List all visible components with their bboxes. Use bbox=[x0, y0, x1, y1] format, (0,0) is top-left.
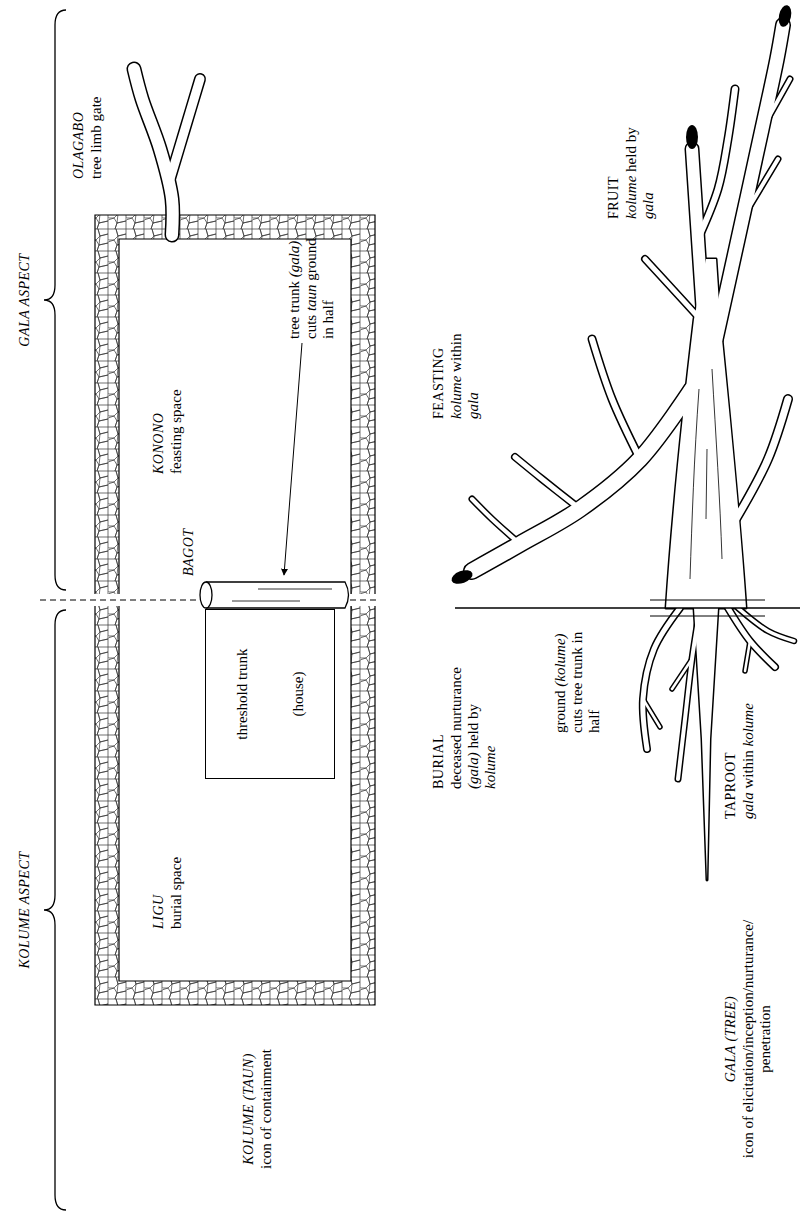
ground-line bbox=[455, 607, 800, 608]
heading: TAPROOT bbox=[722, 689, 739, 819]
tree-drawing bbox=[472, 499, 520, 544]
annotation: kolume within gala bbox=[448, 309, 482, 419]
annotation: gala within kolume bbox=[740, 689, 757, 819]
annotation: kolume held by gala bbox=[623, 124, 657, 219]
place-name: KONONO bbox=[150, 314, 167, 474]
tree-drawing bbox=[645, 259, 700, 319]
tree-drawing bbox=[736, 399, 788, 519]
fruit bbox=[450, 568, 475, 587]
aspect-label: KOLUME ASPECT bbox=[16, 810, 33, 1010]
tree-drawing bbox=[738, 608, 794, 641]
aspect-brace bbox=[44, 10, 66, 1210]
tree-drawing bbox=[645, 259, 700, 319]
place-name: BAGOT bbox=[180, 496, 197, 576]
tree-drawing bbox=[716, 25, 783, 339]
tree-drawing bbox=[472, 499, 520, 544]
tree-drawing bbox=[678, 608, 700, 779]
place-gloss: tree limb gate bbox=[88, 29, 105, 179]
fruit bbox=[777, 4, 793, 28]
tree-limb-gate bbox=[134, 69, 200, 235]
place-name: LIGU bbox=[150, 769, 167, 929]
tree-limb-gate bbox=[134, 69, 173, 235]
tree-drawing bbox=[678, 608, 700, 779]
heading: FEASTING bbox=[430, 289, 447, 419]
place-gloss: feasting space bbox=[168, 314, 185, 474]
leader-arrow bbox=[284, 343, 302, 575]
tree-drawing bbox=[745, 641, 750, 671]
tree-drawing bbox=[694, 608, 718, 880]
heading: FRUIT bbox=[605, 79, 622, 219]
tree-drawing bbox=[698, 89, 735, 239]
cobble-wall bbox=[95, 215, 375, 1005]
ground-line bbox=[650, 600, 765, 616]
tree-drawing bbox=[472, 389, 692, 571]
tree-drawing bbox=[643, 608, 680, 749]
tree-drawing bbox=[698, 89, 735, 239]
tree-drawing bbox=[672, 659, 692, 689]
place-name: OLAGABO bbox=[70, 29, 87, 179]
tree-drawing bbox=[716, 25, 783, 339]
tree-drawing bbox=[515, 457, 580, 509]
tree-drawing bbox=[742, 159, 778, 219]
tree-drawing bbox=[515, 457, 580, 509]
tree-drawing bbox=[592, 339, 640, 459]
tree-limb-gate bbox=[134, 69, 173, 235]
box-text: threshold trunk bbox=[234, 648, 251, 739]
tree-drawing bbox=[762, 79, 790, 129]
bark-lines bbox=[690, 369, 722, 579]
icon-gloss: icon of containment bbox=[258, 1014, 275, 1204]
tree-limb-gate bbox=[170, 79, 200, 179]
ground-line bbox=[455, 600, 800, 616]
tree-limb-gate bbox=[170, 79, 200, 179]
leader-arrow bbox=[284, 343, 302, 575]
threshold-log bbox=[200, 582, 212, 608]
annotation: tree trunk (gala) cuts taun ground in ha… bbox=[286, 227, 337, 339]
bark-lines bbox=[690, 369, 722, 579]
box-text: (house) bbox=[290, 672, 307, 717]
aspect-label: GALA ASPECT bbox=[16, 200, 33, 400]
threshold-log bbox=[200, 582, 349, 608]
tree-drawing bbox=[694, 608, 718, 880]
place-gloss: burial space bbox=[168, 769, 185, 929]
tree-drawing bbox=[643, 608, 680, 749]
fruit bbox=[450, 4, 794, 586]
fruit bbox=[686, 125, 698, 149]
icon-title: GALA (TREE) bbox=[722, 899, 739, 1179]
tree-drawing bbox=[736, 399, 788, 519]
house-box: threshold trunk (house) bbox=[205, 609, 335, 779]
tree-drawing bbox=[472, 389, 692, 571]
annotation: ground (kolume) cuts tree trunk in half bbox=[552, 615, 603, 733]
tree-drawing bbox=[745, 641, 750, 671]
aspect-brace bbox=[44, 610, 66, 1210]
cobble-wall bbox=[90, 215, 380, 1005]
tree-drawing bbox=[592, 339, 640, 459]
annotation: deceased nurturance (gala) held by kolum… bbox=[448, 659, 499, 789]
heading: BURIAL bbox=[430, 639, 447, 789]
tree-drawing bbox=[728, 608, 775, 667]
tree-drawing bbox=[643, 699, 660, 727]
icon-gloss: icon of elicitation/inception/nurturance… bbox=[740, 899, 774, 1179]
icon-title: KOLUME (TAUN) bbox=[240, 1014, 257, 1204]
threshold-log bbox=[206, 582, 349, 608]
threshold-log bbox=[232, 589, 332, 601]
tree-drawing bbox=[472, 25, 794, 880]
aspect-brace bbox=[44, 10, 66, 590]
